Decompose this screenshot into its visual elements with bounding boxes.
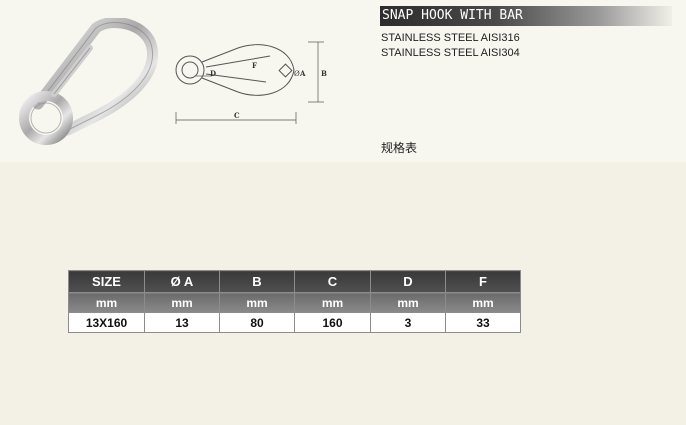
unit-cell: mm: [144, 292, 220, 313]
value-size: 13X160: [68, 312, 145, 333]
value-a: 13: [144, 312, 220, 333]
label-a-prefix: Ø: [294, 70, 300, 78]
label-b: B: [321, 69, 327, 78]
product-title-bar: SNAP HOOK WITH BAR: [380, 6, 672, 26]
value-f: 33: [445, 312, 521, 333]
unit-cell: mm: [370, 292, 446, 313]
spec-header-row: SIZE Ø A B C D F: [68, 270, 521, 293]
label-c: C: [234, 111, 240, 120]
product-title: SNAP HOOK WITH BAR: [382, 8, 523, 23]
value-d: 3: [370, 312, 446, 333]
hook-body: [32, 18, 158, 136]
spec-table-label: 规格表: [381, 141, 418, 155]
hook-gate: [51, 45, 93, 97]
spec-table: SIZE Ø A B C D F mm mm mm mm mm mm 13X16…: [68, 270, 521, 333]
spec-units-row: mm mm mm mm mm mm: [68, 292, 521, 313]
header-c: C: [294, 270, 371, 293]
unit-cell: mm: [219, 292, 295, 313]
header-size: SIZE: [68, 270, 145, 293]
unit-cell: mm: [294, 292, 371, 313]
value-c: 160: [294, 312, 371, 333]
table-row: 13X160 13 80 160 3 33: [68, 312, 521, 333]
label-f: F: [252, 61, 257, 70]
material-line-1: STAINLESS STEEL AISI316: [381, 32, 520, 44]
label-a: A: [299, 69, 306, 78]
header-d: D: [370, 270, 446, 293]
snap-hook-photo: [19, 18, 158, 145]
label-d: D: [210, 69, 216, 78]
value-b: 80: [219, 312, 295, 333]
unit-cell: mm: [68, 292, 145, 313]
header-a: Ø A: [144, 270, 220, 293]
hook-eye: [19, 91, 73, 145]
unit-cell: mm: [445, 292, 521, 313]
header-b: B: [219, 270, 295, 293]
header-f: F: [445, 270, 521, 293]
product-panel: C B D F Ø A SNAP HOOK WITH BAR STAINLESS…: [0, 0, 686, 162]
material-line-2: STAINLESS STEEL AISI304: [381, 47, 520, 59]
dimension-drawing: C B D F Ø A: [175, 41, 327, 124]
